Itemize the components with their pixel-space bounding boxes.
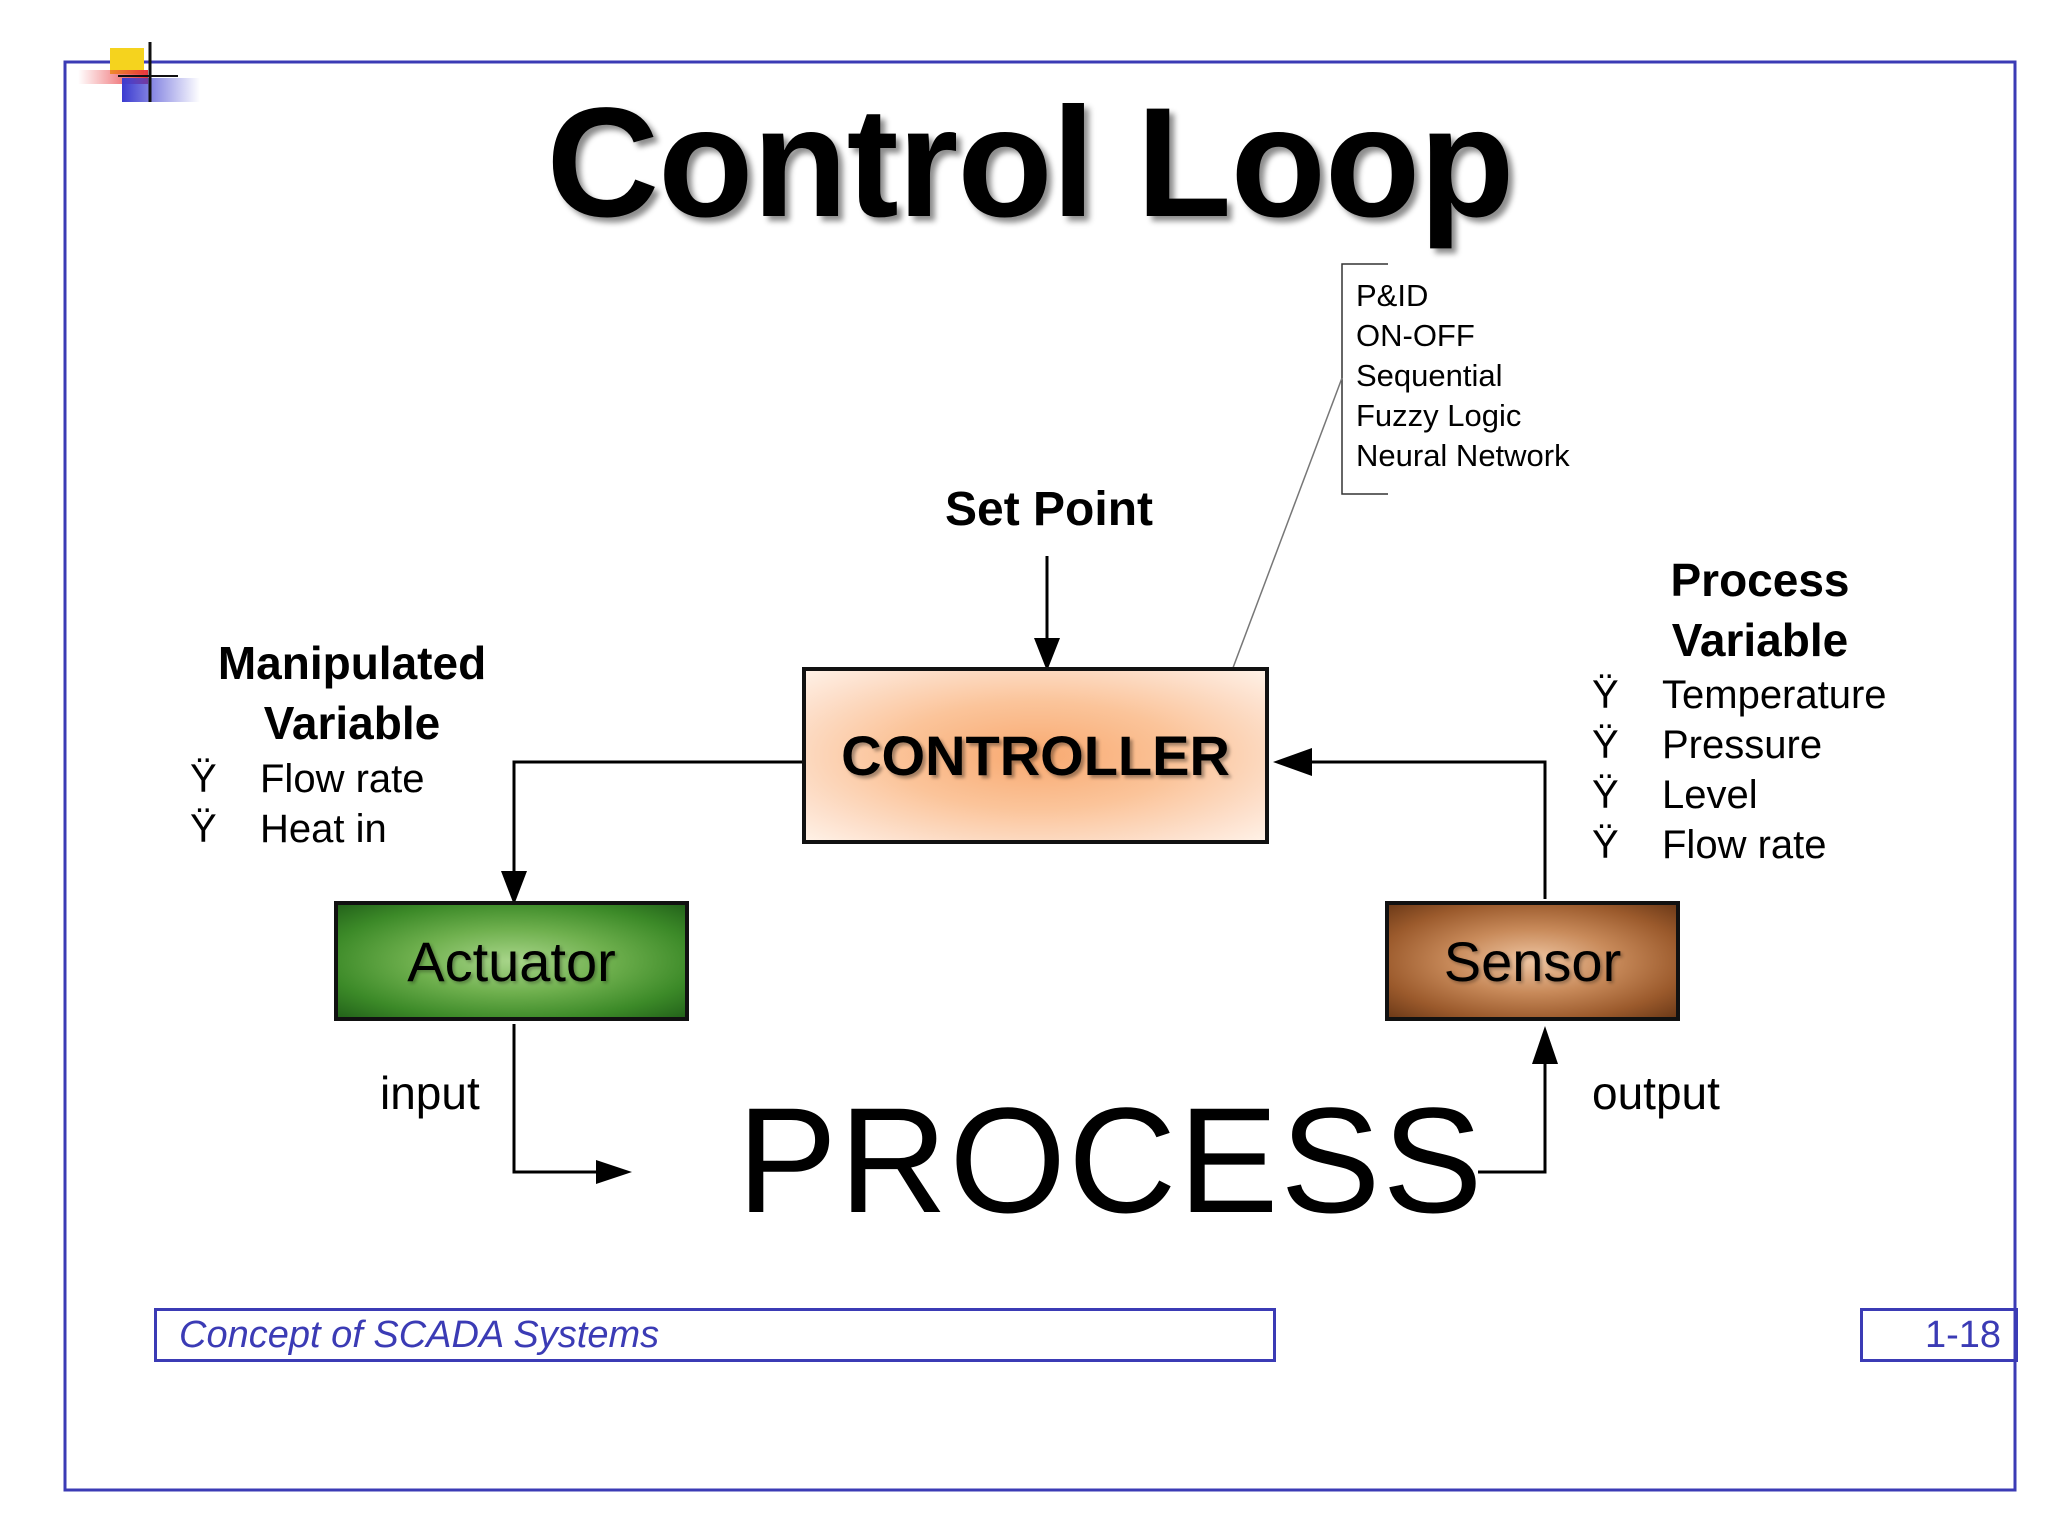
set-point-label: Set Point — [945, 483, 1154, 536]
actuator-input-line — [512, 1024, 600, 1174]
setpoint-arrow-head — [1034, 638, 1060, 671]
process-variable-heading-line1: Process — [1670, 554, 1850, 606]
controller-box: CONTROLLER — [802, 667, 1269, 844]
list-item-text: Heat in — [260, 807, 387, 851]
footer-page-text: 1-18 — [1924, 1313, 2001, 1356]
list-item: Ÿ Pressure — [1592, 720, 1887, 770]
control-method-item: Neural Network — [1356, 438, 1570, 473]
bullet-icon: Ÿ — [1592, 723, 1619, 767]
sensor-label: Sensor — [1443, 929, 1622, 993]
actuator-box: Actuator — [334, 901, 689, 1021]
process-variable-heading: Process Variable — [1640, 550, 1880, 670]
process-output-head — [1532, 1026, 1558, 1064]
control-method-item: ON-OFF — [1356, 318, 1475, 353]
bullet-icon: Ÿ — [190, 757, 217, 801]
list-item-text: Pressure — [1662, 723, 1823, 767]
process-output-line — [1478, 1062, 1547, 1174]
bullet-icon: Ÿ — [190, 807, 217, 851]
control-methods-list: P&ID ON-OFF Sequential Fuzzy Logic Neura… — [1356, 276, 1570, 476]
footer-page-number: 1-18 — [1860, 1308, 2018, 1362]
control-method-item: Sequential — [1356, 358, 1503, 393]
list-item-text: Level — [1662, 773, 1758, 817]
controller-to-actuator-head — [501, 871, 527, 905]
input-label: input — [380, 1067, 480, 1119]
list-item-text: Flow rate — [260, 757, 425, 801]
manipulated-variable-heading-line1: Manipulated — [217, 637, 487, 689]
process-variable-list: Ÿ Temperature Ÿ Pressure Ÿ Level Ÿ Flow … — [1592, 670, 1887, 870]
control-method-item: P&ID — [1356, 278, 1429, 313]
slide-logo-icon — [78, 42, 200, 102]
manipulated-variable-heading: Manipulated Variable — [205, 633, 499, 753]
list-item: Ÿ Flow rate — [1592, 820, 1887, 870]
actuator-input-head — [596, 1160, 632, 1184]
actuator-label: Actuator — [407, 929, 616, 993]
bullet-icon: Ÿ — [1592, 773, 1619, 817]
bullet-icon: Ÿ — [1592, 673, 1619, 717]
bullet-icon: Ÿ — [1592, 823, 1619, 867]
sensor-box: Sensor — [1385, 901, 1680, 1021]
control-method-item: Fuzzy Logic — [1356, 398, 1522, 433]
slide-frame — [63, 60, 2017, 1492]
footer-course-text: Concept of SCADA Systems — [179, 1313, 660, 1356]
output-label: output — [1592, 1067, 1720, 1119]
manipulated-variable-heading-line2: Variable — [263, 697, 441, 749]
footer-course-title: Concept of SCADA Systems — [154, 1308, 1276, 1362]
sensor-feedback-head — [1273, 748, 1312, 776]
list-item-text: Temperature — [1662, 673, 1887, 717]
controller-to-actuator-line — [512, 760, 804, 873]
methods-callout-line — [1221, 377, 1343, 698]
process-variable-heading-line2: Variable — [1671, 614, 1849, 666]
slide-title: Control Loop — [546, 76, 1514, 250]
controller-label: CONTROLLER — [841, 724, 1230, 787]
list-item: Ÿ Level — [1592, 770, 1887, 820]
manipulated-variable-list: Ÿ Flow rate Ÿ Heat in — [190, 754, 425, 854]
list-item: Ÿ Flow rate — [190, 754, 425, 804]
list-item: Ÿ Heat in — [190, 804, 425, 854]
sensor-feedback-line — [1310, 760, 1547, 899]
list-item-text: Flow rate — [1662, 823, 1827, 867]
process-label: PROCESS — [737, 1076, 1485, 1244]
list-item: Ÿ Temperature — [1592, 670, 1887, 720]
